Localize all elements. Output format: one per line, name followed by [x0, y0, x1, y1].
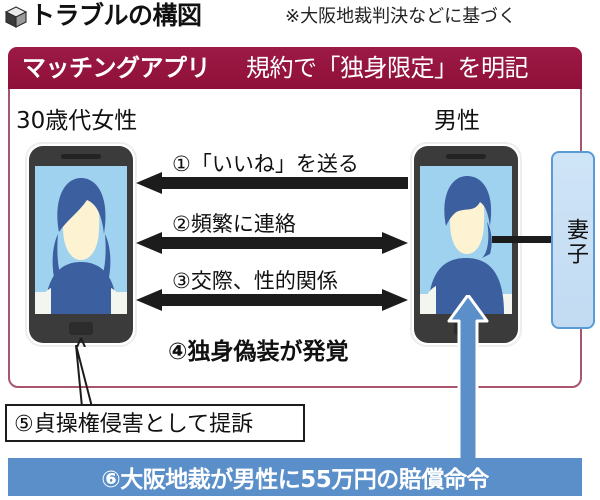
verdict-up-arrow	[447, 295, 489, 463]
step-1-arrow	[136, 172, 408, 194]
step-3-label: ③交際、性的関係	[172, 269, 338, 293]
verdict-banner: ⑥大阪地裁が男性に55万円の賠償命令	[8, 458, 582, 496]
step-2-arrow	[136, 232, 408, 254]
app-rule-label: 規約で「独身限定」を明記	[246, 54, 529, 82]
step-1-label: ①「いいね」を送る	[172, 152, 359, 176]
step-5-callout: ⑤貞操権侵害として提訴	[5, 404, 305, 442]
step-5-label: ⑤貞操権侵害として提訴	[14, 412, 254, 437]
wife-connector-line	[492, 236, 554, 243]
panel-header-bar: マッチングアプリ 規約で「独身限定」を明記	[8, 47, 582, 89]
woman-phone	[25, 142, 137, 348]
step-3-arrow	[136, 289, 408, 311]
wife-label: 妻子	[563, 218, 588, 266]
app-name-label: マッチングアプリ	[22, 54, 211, 82]
wife-box: 妻子	[551, 151, 595, 329]
source-note: ※大阪地裁判決などに基づく	[285, 6, 517, 27]
cube-icon	[4, 5, 28, 29]
step-6-label: ⑥大阪地裁が男性に55万円の賠償命令	[101, 467, 489, 493]
step-2-label: ②頻繁に連絡	[172, 212, 296, 236]
man-label: 男性	[434, 108, 480, 134]
step-4-label: ④独身偽装が発覚	[168, 339, 349, 365]
step-5-leader-line	[75, 345, 93, 407]
woman-label: 30歳代女性	[16, 108, 138, 134]
page-title: トラブルの構図	[30, 1, 202, 30]
